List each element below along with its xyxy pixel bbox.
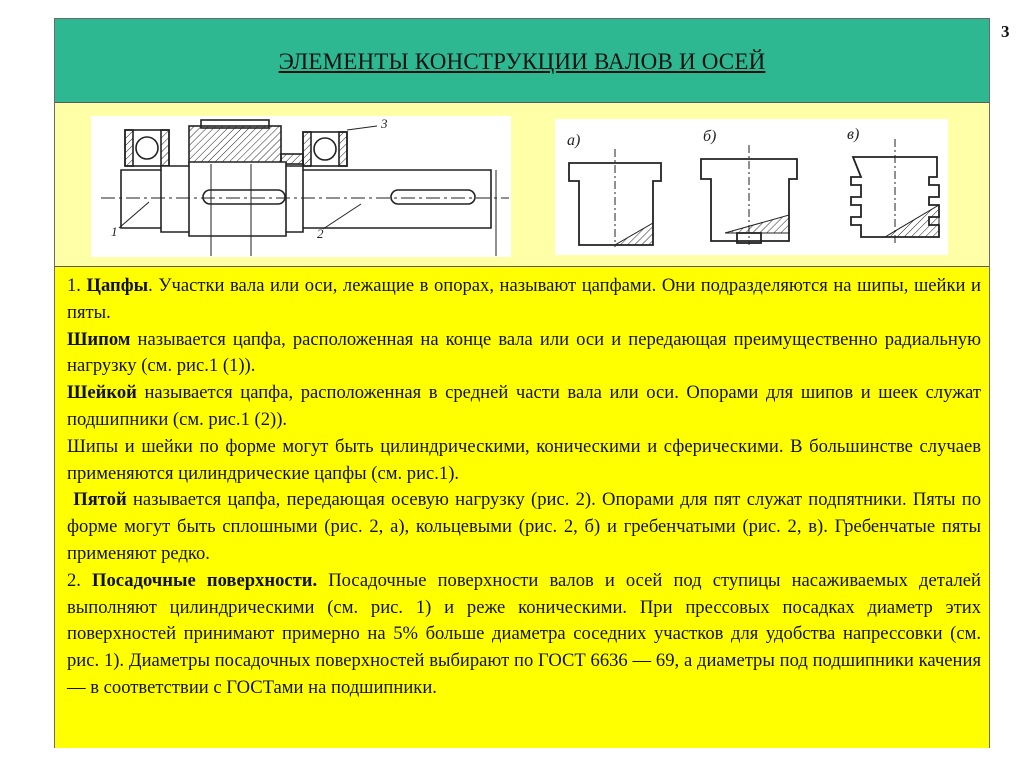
label-v: в) [847, 126, 859, 143]
shaft-drawing [101, 119, 509, 256]
comb-thrust-journal [850, 139, 940, 243]
page-title: ЭЛЕМЕНТЫ КОНСТРУКЦИИ ВАЛОВ И ОСЕЙ [278, 49, 766, 74]
callout-3: 3 [380, 116, 388, 131]
term-pin: Шипом [67, 328, 131, 350]
term-seating: Посадочные поверхности. [92, 569, 318, 591]
text-panel: 1. Цапфы. Участки вала или оси, лежащие … [55, 266, 989, 748]
paragraph-seating: 2. Посадочные поверхности. Посадочные по… [67, 569, 981, 698]
body-text: 1. Цапфы. Участки вала или оси, лежащие … [67, 273, 981, 702]
paragraph-shapes: Шипы и шейки по форме могут быть цилиндр… [67, 435, 981, 484]
paragraph-neck: Шейкой называется цапфа, расположенная в… [67, 382, 981, 430]
label-b: б) [703, 128, 716, 145]
paragraph-journals: 1. Цапфы. Участки вала или оси, лежащие … [67, 275, 981, 323]
term-journals: Цапфы [86, 275, 149, 296]
slide: ЭЛЕМЕНТЫ КОНСТРУКЦИИ ВАЛОВ И ОСЕЙ [54, 18, 990, 748]
page-number: 3 [1001, 22, 1010, 41]
shaft-drawing-figure: 1 2 3 [91, 116, 511, 257]
callout-2: 2 [317, 226, 324, 241]
title-bar: ЭЛЕМЕНТЫ КОНСТРУКЦИИ ВАЛОВ И ОСЕЙ [55, 19, 989, 103]
callout-1: 1 [111, 224, 118, 239]
term-neck: Шейкой [67, 382, 137, 404]
label-a: а) [567, 132, 580, 149]
paragraph-heel: Пятой называется цапфа, передающая осеву… [67, 489, 981, 564]
paragraph-pin: Шипом называется цапфа, расположенная на… [67, 328, 981, 377]
figure-area: 1 2 3 [55, 103, 989, 266]
term-heel: Пятой [73, 489, 127, 511]
thrust-journals-figure: а) б) в) [555, 119, 948, 255]
solid-thrust-journal [568, 149, 662, 247]
ring-thrust-journal [700, 145, 798, 245]
